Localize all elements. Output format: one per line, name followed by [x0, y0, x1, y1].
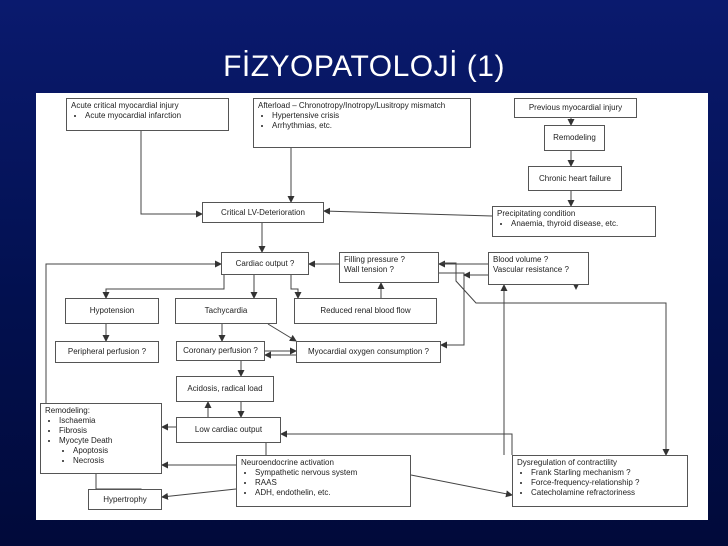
- list-item: Anaemia, thyroid disease, etc.: [511, 219, 655, 229]
- box-critical-lv: Critical LV-Deterioration: [202, 202, 324, 223]
- box-hypertrophy: Hypertrophy: [88, 489, 162, 510]
- box-previous-injury-title: Previous myocardial injury: [528, 103, 623, 112]
- box-low-cardiac-output: Low cardiac output: [176, 417, 281, 443]
- box-acidosis-title: Acidosis, radical load: [187, 384, 263, 393]
- box-remodeling-left-title: Remodeling:: [45, 406, 90, 415]
- box-low-cardiac-output-title: Low cardiac output: [194, 425, 263, 434]
- box-coronary-perfusion: Coronary perfusion ?: [176, 341, 265, 361]
- slide-title: FİZYOPATOLOJİ (1): [223, 50, 505, 83]
- box-chronic-hf-title: Chronic heart failure: [538, 173, 612, 183]
- box-renal-flow: Reduced renal blood flow: [294, 298, 437, 324]
- box-blood-volume-line2: Vascular resistance ?: [493, 265, 569, 274]
- box-tachycardia: Tachycardia: [175, 298, 277, 324]
- box-peripheral-perfusion-title: Peripheral perfusion ?: [67, 347, 147, 356]
- box-acute-injury: Acute critical myocardial injury Acute m…: [66, 98, 229, 131]
- box-coronary-perfusion-title: Coronary perfusion ?: [183, 346, 258, 355]
- box-blood-volume-line1: Blood volume ?: [493, 255, 549, 264]
- box-remodeling-top-title: Remodeling: [553, 133, 596, 142]
- box-neuroendocrine: Neuroendocrine activation Sympathetic ne…: [236, 455, 411, 507]
- list-item: RAAS: [255, 478, 410, 488]
- list-item: Myocyte Death: [59, 436, 161, 446]
- list-item: Force-frequency-relationship ?: [531, 478, 687, 488]
- list-item: Sympathetic nervous system: [255, 468, 410, 478]
- list-item: Hypertensive crisis: [272, 111, 470, 121]
- list-item: Arrhythmias, etc.: [272, 121, 470, 131]
- box-cardiac-output-title: Cardiac output ?: [235, 258, 295, 268]
- box-dysregulation-title: Dysregulation of contractility: [517, 458, 618, 467]
- box-acute-injury-title: Acute critical myocardial injury: [71, 101, 179, 110]
- box-myo-o2-title: Myocardial oxygen consumption ?: [308, 347, 429, 356]
- box-cardiac-output: Cardiac output ?: [221, 252, 309, 275]
- box-myo-o2: Myocardial oxygen consumption ?: [296, 341, 441, 363]
- box-renal-flow-title: Reduced renal blood flow: [320, 306, 411, 315]
- box-hypotension: Hypotension: [65, 298, 159, 324]
- box-filling-pressure: Filling pressure ? Wall tension ?: [339, 252, 439, 283]
- box-critical-lv-title: Critical LV-Deterioration: [221, 207, 305, 217]
- box-remodeling-left: Remodeling: Ischaemia Fibrosis Myocyte D…: [40, 403, 162, 474]
- list-item: Frank Starling mechanism ?: [531, 468, 687, 478]
- box-afterload-title: Afterload – Chronotropy/Inotropy/Lusitro…: [258, 101, 446, 110]
- box-dysregulation: Dysregulation of contractility Frank Sta…: [512, 455, 688, 507]
- box-neuroendocrine-title: Neuroendocrine activation: [241, 458, 334, 467]
- box-chronic-hf: Chronic heart failure: [528, 166, 622, 191]
- pathophysiology-diagram: Acute critical myocardial injury Acute m…: [36, 93, 708, 520]
- box-tachycardia-title: Tachycardia: [204, 306, 248, 315]
- list-item: Catecholamine refractoriness: [531, 488, 687, 498]
- list-item: Apoptosis: [73, 446, 161, 456]
- list-item: Ischaemia: [59, 416, 161, 426]
- box-precipitating-title: Precipitating condition: [497, 209, 576, 218]
- box-acidosis: Acidosis, radical load: [176, 376, 274, 402]
- box-previous-injury: Previous myocardial injury: [514, 98, 637, 118]
- list-item: Acute myocardial infarction: [85, 111, 228, 121]
- list-item: Necrosis: [73, 456, 161, 466]
- box-precipitating: Precipitating condition Anaemia, thyroid…: [492, 206, 656, 237]
- box-afterload: Afterload – Chronotropy/Inotropy/Lusitro…: [253, 98, 471, 148]
- box-hypotension-title: Hypotension: [89, 306, 135, 315]
- list-item: Fibrosis: [59, 426, 161, 436]
- box-remodeling-top: Remodeling: [544, 125, 605, 151]
- box-filling-line1: Filling pressure ?: [344, 255, 405, 264]
- box-blood-volume: Blood volume ? Vascular resistance ?: [488, 252, 589, 285]
- box-peripheral-perfusion: Peripheral perfusion ?: [55, 341, 159, 363]
- box-hypertrophy-title: Hypertrophy: [103, 494, 147, 504]
- box-filling-line2: Wall tension ?: [344, 265, 394, 274]
- list-item: ADH, endothelin, etc.: [255, 488, 410, 498]
